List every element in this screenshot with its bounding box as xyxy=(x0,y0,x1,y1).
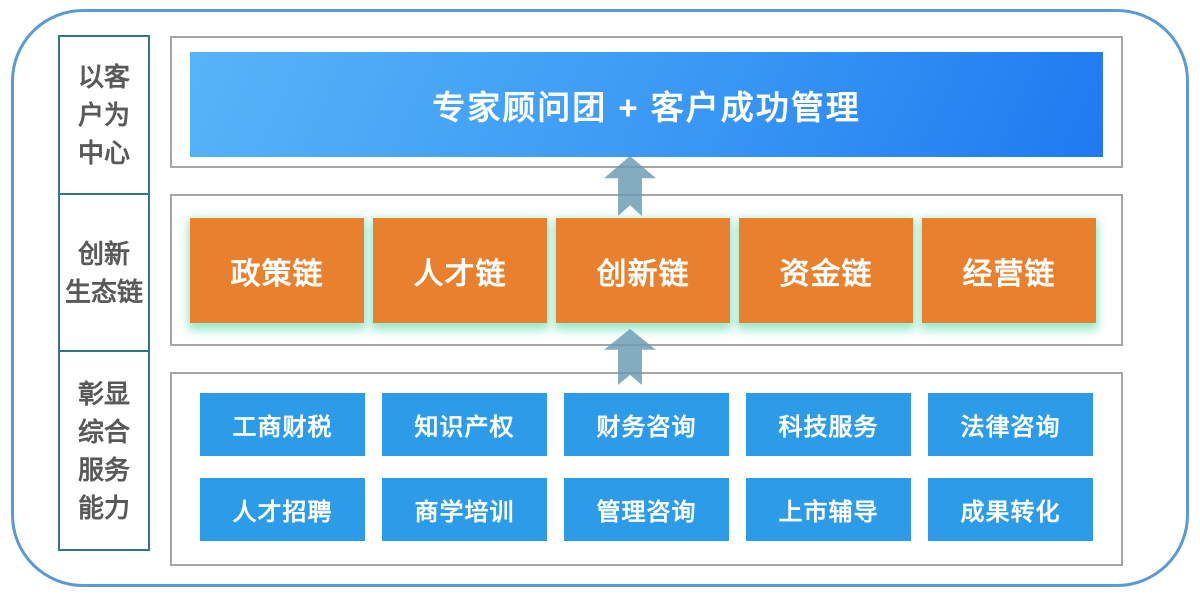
chain-box-operation: 经营链 xyxy=(922,218,1096,323)
chain-row: 政策链 人才链 创新链 资金链 经营链 xyxy=(190,218,1096,323)
panel-expert-banner: 专家顾问团 + 客户成功管理 xyxy=(170,36,1123,168)
chain-box-capital: 资金链 xyxy=(739,218,913,323)
left-label-innovation-ecosystem-chain: 创新 生态链 xyxy=(58,193,150,352)
service-box-legal-consulting: 法律咨询 xyxy=(928,393,1093,456)
left-label-comprehensive-service-capability: 彰显 综合 服务 能力 xyxy=(58,350,150,551)
panel-chains: 政策链 人才链 创新链 资金链 经营链 xyxy=(170,194,1123,346)
service-box-business-tax: 工商财税 xyxy=(200,393,365,456)
service-grid: 工商财税 知识产权 财务咨询 科技服务 法律咨询 人才招聘 商学培训 管理咨询 … xyxy=(200,393,1093,541)
diagram-outer-frame xyxy=(11,9,1189,587)
chain-box-policy: 政策链 xyxy=(190,218,364,323)
service-box-ipo-coaching: 上市辅导 xyxy=(746,478,911,541)
service-box-financial-consulting: 财务咨询 xyxy=(564,393,729,456)
service-box-intellectual-property: 知识产权 xyxy=(382,393,547,456)
chain-box-talent: 人才链 xyxy=(373,218,547,323)
service-box-talent-recruitment: 人才招聘 xyxy=(200,478,365,541)
service-box-management-consulting: 管理咨询 xyxy=(564,478,729,541)
service-box-tech-services: 科技服务 xyxy=(746,393,911,456)
panel-services: 工商财税 知识产权 财务咨询 科技服务 法律咨询 人才招聘 商学培训 管理咨询 … xyxy=(170,372,1123,566)
service-box-business-training: 商学培训 xyxy=(382,478,547,541)
service-box-achievement-transformation: 成果转化 xyxy=(928,478,1093,541)
chain-box-innovation: 创新链 xyxy=(556,218,730,323)
left-label-customer-centric: 以客 户为 中心 xyxy=(58,35,150,195)
expert-banner: 专家顾问团 + 客户成功管理 xyxy=(190,52,1103,157)
